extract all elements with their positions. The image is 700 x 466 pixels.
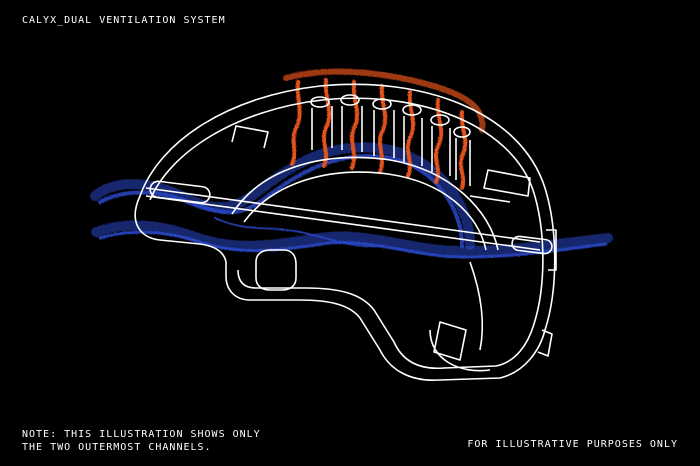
- diagram-title: CALYX_DUAL VENTILATION SYSTEM: [22, 15, 226, 26]
- note-line-1: NOTE: THIS ILLUSTRATION SHOWS ONLY: [22, 429, 261, 440]
- illustrative-disclaimer: FOR ILLUSTRATIVE PURPOSES ONLY: [467, 439, 678, 450]
- channel-note: NOTE: THIS ILLUSTRATION SHOWS ONLY THE T…: [22, 428, 261, 454]
- cool-airflow-stream: [90, 142, 613, 259]
- note-line-2: THE TWO OUTERMOST CHANNELS.: [22, 442, 212, 453]
- helmet-outline: [134, 83, 557, 381]
- warm-airflow-stream: [283, 68, 486, 190]
